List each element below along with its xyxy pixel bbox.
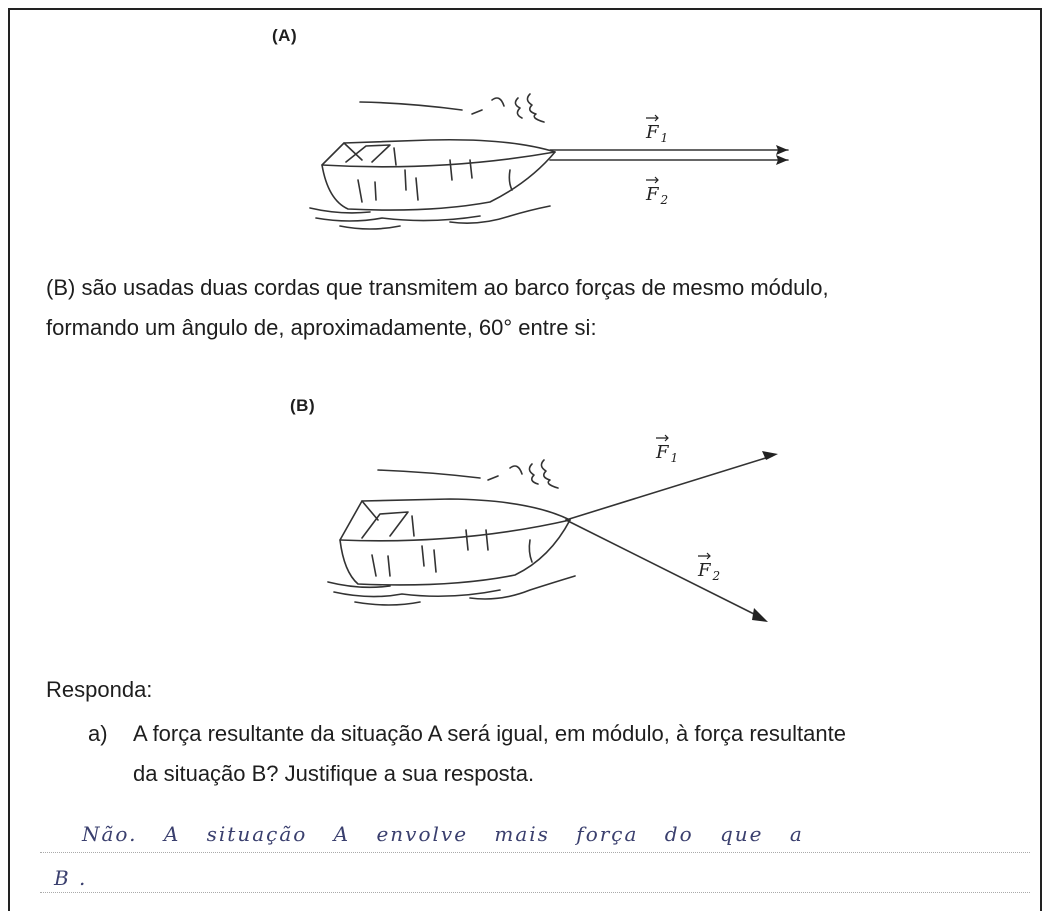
question-a-letter: a): [88, 721, 108, 746]
figure-b-label: (B): [290, 396, 316, 415]
paragraph-b-line1: (B) são usadas duas cordas que transmite…: [46, 275, 829, 300]
worksheet-page: (A): [8, 8, 1042, 911]
force-f1-label-a: F: [645, 122, 660, 143]
answer-rule-2: [40, 892, 1030, 893]
svg-text:F2: F2: [697, 560, 720, 583]
question-a: a) A força resultante da situação A será…: [88, 714, 1038, 794]
force-f1-label-b: F: [655, 442, 670, 463]
paragraph-b-line2: formando um ângulo de, aproximadamente, …: [46, 315, 597, 340]
force-vector-arrows-a: [646, 114, 659, 184]
force-vector-arrows-b: [656, 434, 711, 560]
svg-text:F2: F2: [645, 184, 668, 207]
question-a-line1: A força resultante da situação A será ig…: [133, 721, 846, 746]
figure-a-label: (A): [272, 26, 298, 45]
paragraph-b: (B) são usadas duas cordas que transmite…: [46, 268, 1036, 348]
force-f2-label-b: F: [697, 560, 712, 581]
question-a-line2: da situação B? Justifique a sua resposta…: [133, 761, 535, 786]
handwritten-answer-line1: Não. A situação A envolve mais força do …: [82, 822, 804, 846]
responda-heading: Responda:: [46, 677, 153, 702]
force-f2-label-a: F: [645, 184, 660, 205]
answer-rule-1: [40, 852, 1030, 853]
svg-text:F1: F1: [645, 122, 668, 145]
svg-text:F1: F1: [655, 442, 678, 465]
handwritten-answer-line2: B .: [54, 866, 88, 890]
